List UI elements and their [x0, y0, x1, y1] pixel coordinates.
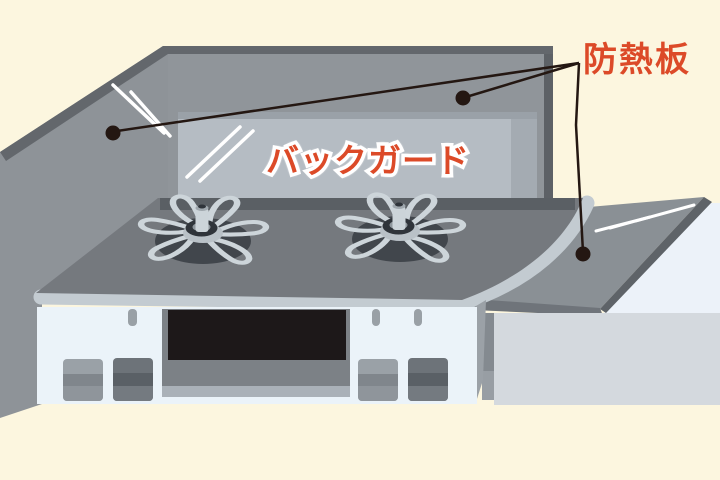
back-guard-top-edge [178, 112, 537, 119]
burner-cap-top [198, 204, 206, 209]
stove-front [37, 300, 486, 404]
cabinet-front [494, 313, 720, 405]
glass-shine-line [185, 125, 242, 179]
burner-cap-top [395, 202, 403, 207]
heat-shield-label-text: 防熱板 [583, 41, 691, 79]
knob [408, 358, 448, 401]
back-guard-label-text: バックガード [266, 142, 470, 179]
heat-shield-callout [105, 61, 591, 262]
stove-side-panel [476, 300, 486, 402]
cabinet-side-shadow [482, 313, 494, 371]
callout-dot-side-counter [575, 246, 591, 262]
stove-hook-tab [414, 309, 422, 326]
knob [358, 359, 398, 401]
callout-dot-side-wall [105, 125, 121, 141]
callout-line [574, 62, 585, 253]
grill-handle-strip [162, 386, 350, 397]
stove-hook-tab [128, 309, 137, 326]
control-knobs [63, 358, 448, 401]
callout-line [116, 61, 580, 133]
counter-shine-line [608, 203, 696, 230]
heat-shield-label: 防熱板 [583, 43, 691, 77]
counter-right-edge [600, 197, 712, 313]
callout-dot-back-panel [455, 90, 471, 106]
burner-cylinder [195, 208, 209, 232]
cooktop-edge-band [33, 195, 595, 311]
burner-right [334, 192, 467, 263]
burner-left [137, 194, 270, 265]
knob [113, 358, 153, 401]
wall-shine-line [129, 90, 172, 138]
stove-hook-tab [372, 309, 380, 326]
right-wall-area [604, 203, 720, 313]
burner-cylinder [392, 206, 406, 230]
back-wall-right-edge [544, 46, 553, 206]
burner-trivet [137, 194, 270, 265]
cabinet-side-shadow-lower [482, 371, 494, 400]
knob [63, 359, 103, 401]
back-guard-label-outline: バックガード [263, 141, 473, 181]
callout-line [465, 61, 580, 99]
back-guard-panel [178, 112, 537, 205]
grill-window [168, 310, 346, 360]
grill-door [162, 309, 350, 397]
counter-front-edge [474, 299, 603, 316]
glass-shine-line [198, 129, 255, 183]
back-guard-right-shadow [511, 119, 537, 205]
back-guard-label: バックガード バックガード [263, 141, 486, 184]
